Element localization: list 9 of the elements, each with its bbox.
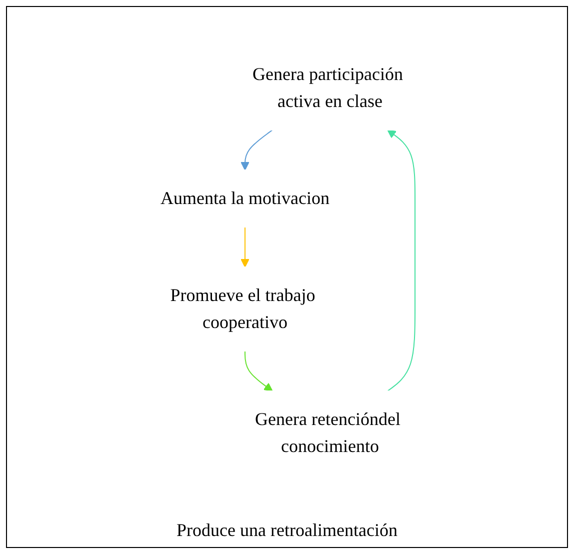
node-text: Genera participación activa en clase [252, 64, 402, 111]
node-text: Promueve el trabajo cooperativo [170, 285, 315, 332]
arrow [386, 130, 415, 392]
arrow [244, 350, 272, 392]
node-text: Genera retencióndel conocimiento [254, 409, 400, 456]
arrow [240, 130, 272, 170]
center-note: Produce una retroalimentación [176, 520, 398, 541]
arrow [240, 226, 249, 268]
node-text: Aumenta la motivacion [160, 188, 329, 208]
